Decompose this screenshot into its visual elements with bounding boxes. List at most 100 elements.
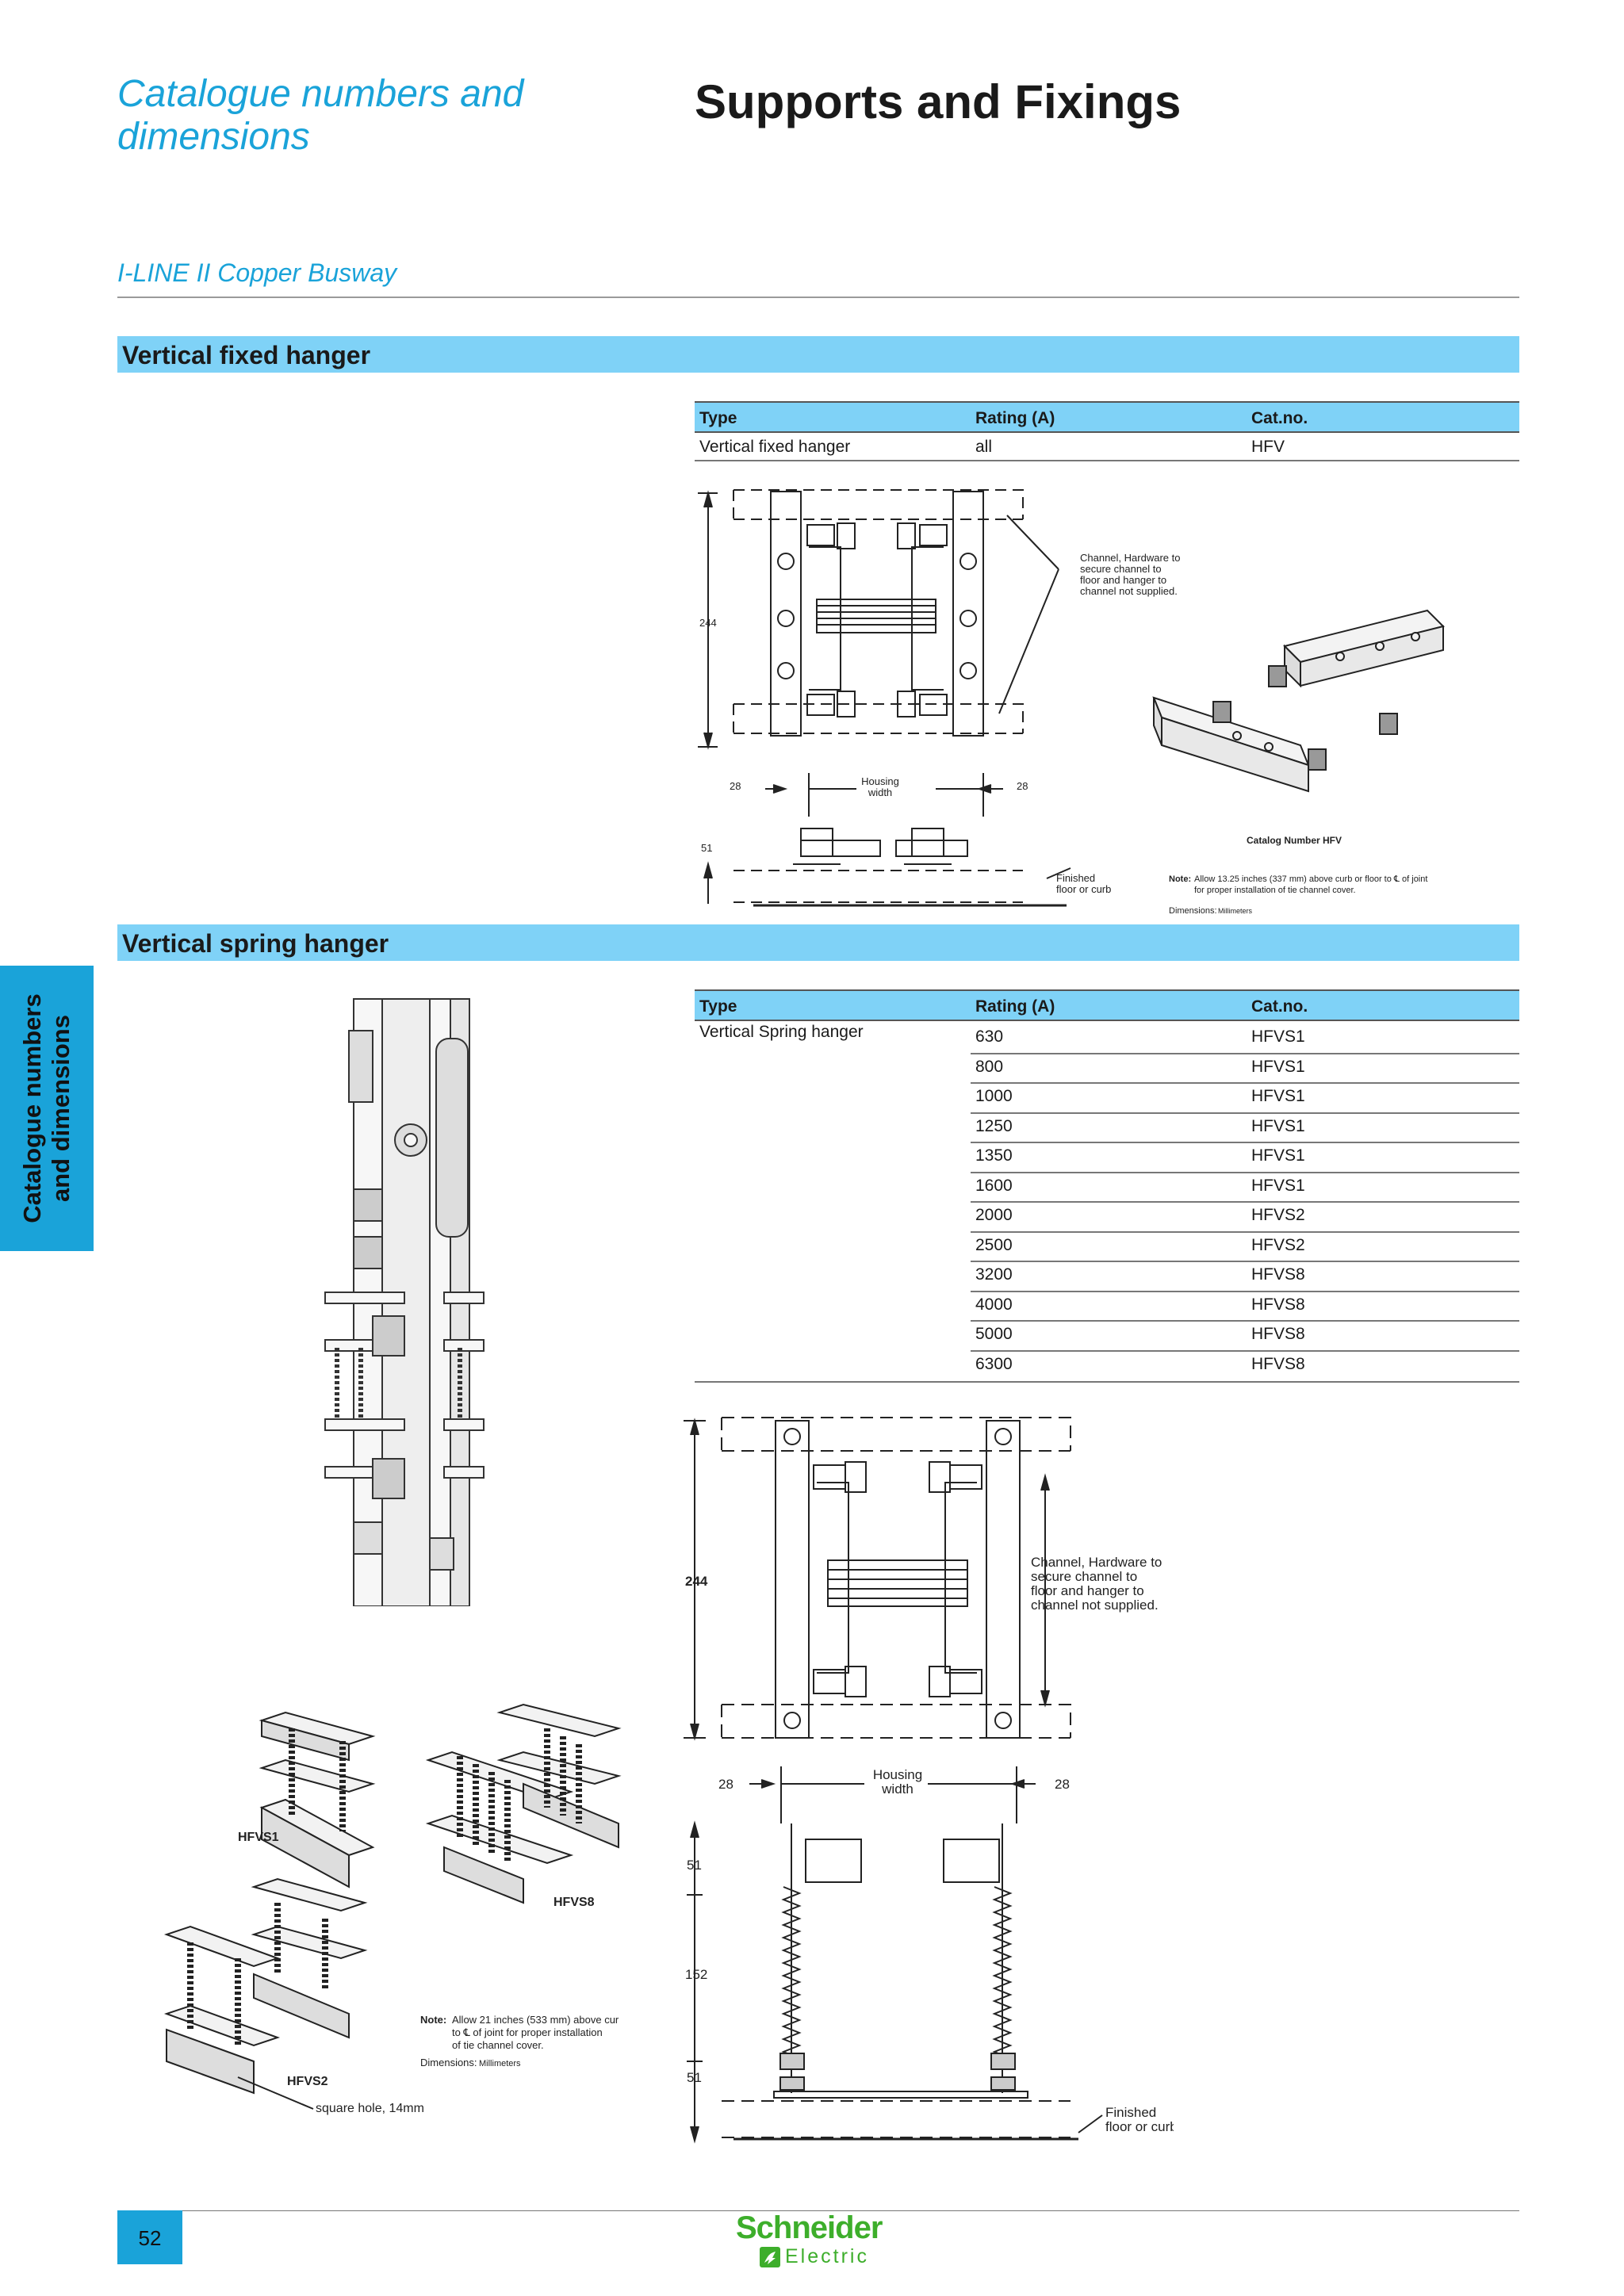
dim-28-left-label: 28 [730,780,741,792]
table-row-line [971,1290,1519,1292]
header-catno: Cat.no. [1251,409,1308,427]
table-row-line [971,1142,1519,1143]
table-header: Type Rating (A) Cat.no. [695,401,1519,433]
dim-28-left-label: 28 [718,1777,733,1792]
side-tab: Catalogue numbers and dimensions [0,966,94,1251]
table-header: Type Rating (A) Cat.no. [695,989,1519,1021]
housing-label-line1: Housing [873,1767,922,1782]
finished-floor-line2: floor or curb [1105,2119,1174,2134]
dimensions-label: Dimensions: [420,2057,477,2068]
cell-rating: 3200 [975,1265,1013,1284]
cell-rating: 5000 [975,1325,1013,1343]
fixed-hanger-table: Type Rating (A) Cat.no. Vertical fixed h… [695,401,1519,461]
table-row-line [971,1261,1519,1262]
cell-catno: HFVS1 [1251,1087,1305,1105]
cell-catno: HFVS2 [1251,1235,1305,1254]
table-row-line [971,1112,1519,1114]
header-rating: Rating (A) [975,997,1055,1016]
cell-rating: 630 [975,1027,1004,1046]
header-type: Type [699,409,737,427]
spring-hanger-products: HFVS1 HFVS8 HFVS2 square hole, 14mm Note… [163,1703,622,2115]
spring-hanger-table: Type Rating (A) Cat.no. Vertical Spring … [695,989,1519,1386]
dim-28-right-label: 28 [1055,1777,1070,1792]
note-line2: for proper installation of tie channel c… [1194,886,1356,895]
product-label-hfvs1: HFVS1 [238,1831,279,1844]
cell-catno: HFVS1 [1251,1027,1305,1046]
section-bar-spring-hanger: Vertical spring hanger [117,924,1519,961]
table-row-line [971,1082,1519,1084]
finished-floor-line1: Finished [1105,2105,1156,2120]
cell-catno: HFVS1 [1251,1146,1305,1165]
dim-152-label: 152 [685,1967,707,1982]
cell-catno: HFVS1 [1251,1116,1305,1135]
finished-floor-line1: Finished [1056,872,1095,884]
section-bar-fixed-hanger: Vertical fixed hanger [117,336,1519,373]
note-line2: to ℄ of joint for proper installation [452,2026,603,2038]
cell-catno: HFVS8 [1251,1325,1305,1343]
cell-rating: all [975,438,993,456]
cell-rating: 1250 [975,1116,1013,1135]
dim-51-label: 51 [701,842,712,854]
header-type: Type [699,997,737,1016]
note-line1: Allow 13.25 inches (337 mm) above curb o… [1194,874,1427,884]
cell-rating: 1350 [975,1146,1013,1165]
header-catno: Cat.no. [1251,997,1308,1016]
catalog-number-label: Catalog Number HFV [1247,835,1342,846]
table-row-line [971,1349,1519,1352]
square-hole-label: square hole, 14mm [316,2102,424,2115]
schneider-logo: Schneider Electric [736,2210,902,2274]
cell-rating: 1600 [975,1176,1013,1195]
note-bold: Note: [1169,874,1191,884]
finished-floor-line2: floor or curb [1056,883,1111,895]
table-bottom-line [695,1381,1519,1383]
note-line1: Allow 21 inches (533 mm) above cur [452,2014,619,2026]
product-label-hfvs8: HFVS8 [553,1896,595,1909]
section-title-spring-hanger: Vertical spring hanger [122,929,389,958]
brand-sub: Electric [785,2245,869,2267]
page-number-box: 52 [117,2210,182,2264]
cell-rating: 2500 [975,1235,1013,1254]
channel-note-line1: Channel, Hardware to [1080,552,1180,564]
channel-note-line2: secure channel to [1080,563,1162,575]
brand-name: Schneider [736,2210,883,2245]
cell-rating: 4000 [975,1295,1013,1314]
cell-type: Vertical fixed hanger [699,438,851,456]
channel-note-line4: channel not supplied. [1080,585,1178,597]
housing-label-line1: Housing [861,775,899,787]
cell-type: Vertical Spring hanger [699,1023,864,1041]
housing-label-line2: width [868,786,892,798]
table-row-line [971,1320,1519,1322]
catalogue-title: Catalogue numbers and dimensions [117,73,524,158]
dimensions-unit: Millimeters [1218,907,1253,915]
channel-note-line3: floor and hanger to [1031,1583,1144,1598]
header-rule [117,297,1519,298]
dim-28-right-label: 28 [1017,780,1028,792]
table-row-line [695,460,1519,461]
table-row-line [971,1230,1519,1233]
table-row-line [971,1171,1519,1173]
product-label-hfvs2: HFVS2 [287,2075,328,2088]
side-tab-label: Catalogue numbers and dimensions [18,993,75,1223]
cell-catno: HFVS8 [1251,1354,1305,1373]
cell-catno: HFVS8 [1251,1265,1305,1284]
table-row-line [971,1052,1519,1054]
cell-rating: 2000 [975,1206,1013,1224]
section-title-fixed-hanger: Vertical fixed hanger [122,341,371,369]
spring-hanger-drawing: 244 28 28 Housing width 51 152 51 Channe… [684,1417,1174,2144]
note-line3: of tie channel cover. [452,2039,544,2051]
footer-rule [117,2210,1519,2211]
busway-illustration [324,998,485,1606]
cell-rating: 6300 [975,1354,1013,1373]
dim-244-label: 244 [685,1574,708,1589]
channel-note-line1: Channel, Hardware to [1031,1555,1162,1570]
cell-catno: HFVS1 [1251,1176,1305,1195]
brand-symbol-icon [760,2247,780,2267]
housing-label-line2: width [881,1781,914,1797]
cell-catno: HFVS2 [1251,1206,1305,1224]
table-row-line [971,1201,1519,1203]
cell-catno: HFVS8 [1251,1295,1305,1314]
cell-rating: 800 [975,1057,1004,1076]
note-bold: Note: [420,2014,446,2026]
dim-51-top-label: 51 [687,1858,702,1873]
dim-244-label: 244 [699,617,717,629]
